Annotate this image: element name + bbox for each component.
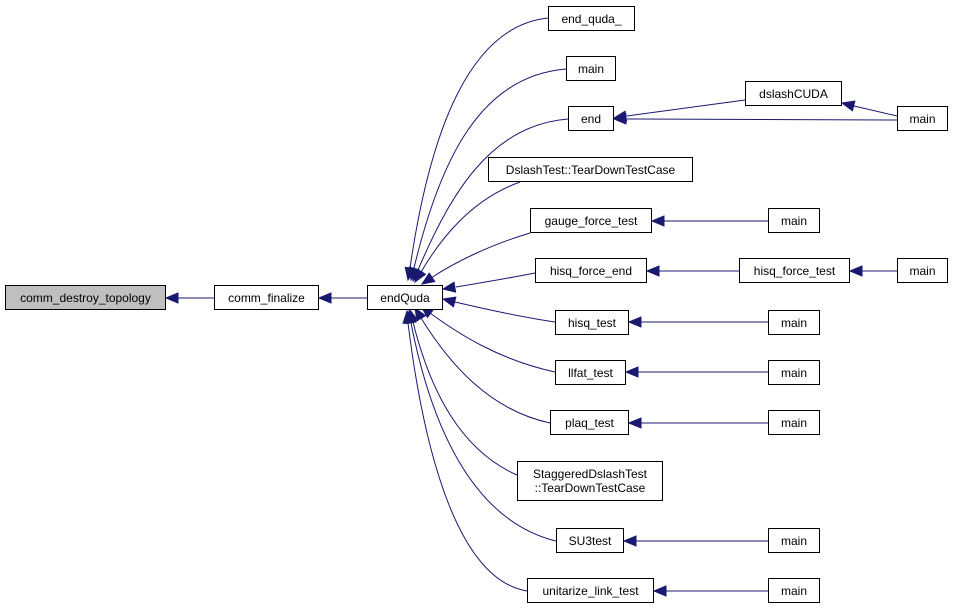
- node-main-d[interactable]: main: [897, 258, 948, 283]
- node-label: StaggeredDslashTest ::TearDownTestCase: [532, 467, 648, 495]
- edge-gauge_force_test-to-endQuda: [420, 232, 531, 285]
- node-label: llfat_test: [568, 365, 613, 380]
- node-comm-finalize[interactable]: comm_finalize: [214, 285, 319, 310]
- node-label: gauge_force_test: [544, 213, 638, 228]
- arrowhead: [420, 272, 436, 285]
- arrowhead: [414, 306, 427, 322]
- node-gauge-force-test[interactable]: gauge_force_test: [530, 208, 652, 233]
- node-endquda[interactable]: endQuda: [367, 285, 443, 310]
- arrowhead: [840, 100, 856, 112]
- node-comm-destroy-topology: comm_destroy_topology: [5, 285, 166, 310]
- arrowhead: [414, 268, 427, 284]
- edge-main_i-to-unitarize_link_test: [652, 585, 768, 597]
- arrowhead: [645, 265, 660, 277]
- edge-end_quda_-to-endQuda: [404, 17, 549, 282]
- node-hisq-force-test[interactable]: hisq_force_test: [739, 258, 850, 283]
- node-label: endQuda: [380, 290, 430, 305]
- node-main-h[interactable]: main: [768, 528, 820, 553]
- node-label: end: [580, 111, 602, 126]
- arrowhead: [622, 535, 637, 547]
- node-label: end_quda_: [561, 11, 622, 26]
- arrowhead: [441, 281, 457, 293]
- node-label: hisq_force_test: [753, 263, 836, 278]
- node-label: main: [780, 415, 807, 430]
- node-label: main: [780, 365, 807, 380]
- node-end[interactable]: end: [568, 106, 614, 131]
- node-llfat-test[interactable]: llfat_test: [555, 360, 626, 385]
- arrowhead: [317, 292, 332, 304]
- node-label: comm_finalize: [228, 290, 305, 305]
- node-dslashcuda[interactable]: dslashCUDA: [745, 81, 842, 106]
- node-main-c[interactable]: main: [768, 208, 820, 233]
- node-plaq-test[interactable]: plaq_test: [550, 410, 629, 435]
- node-label: hisq_force_end: [549, 263, 633, 278]
- node-label: main: [909, 111, 936, 126]
- node-label: main: [909, 263, 936, 278]
- node-unitarize-link-test[interactable]: unitarize_link_test: [527, 578, 654, 603]
- node-label: main: [780, 583, 807, 598]
- node-label: main: [780, 533, 807, 548]
- arrowhead: [848, 265, 863, 277]
- node-label: plaq_test: [565, 415, 614, 430]
- edge-main_b-to-dslashCUDA: [840, 100, 898, 117]
- edge-main_c-to-gauge_force_test: [650, 215, 768, 227]
- edge-hisq_test-to-endQuda: [441, 296, 556, 323]
- edge-hisq_force_end-to-endQuda: [441, 272, 536, 293]
- node-main-g[interactable]: main: [768, 410, 820, 435]
- edge-plaq_test-to-endQuda: [414, 306, 551, 424]
- node-label: unitarize_link_test: [542, 583, 639, 598]
- edge-main_b-to-end: [612, 113, 898, 125]
- arrowhead: [441, 296, 457, 308]
- edge-llfat_test-to-endQuda: [419, 305, 556, 373]
- edge-hisq_force_test-to-hisq_force_end: [645, 265, 739, 277]
- node-main-b[interactable]: main: [897, 106, 948, 131]
- edge-main_d-to-hisq_force_test: [848, 265, 897, 277]
- edge-unitarize_link_test-to-endQuda: [402, 309, 528, 592]
- node-main-f[interactable]: main: [768, 360, 820, 385]
- node-label: DslashTest::TearDownTestCase: [505, 162, 676, 177]
- node-main-a[interactable]: main: [566, 56, 616, 81]
- edge-endQuda-to-comm_finalize: [317, 292, 367, 304]
- arrowhead: [612, 113, 627, 125]
- edge-main_f-to-llfat_test: [624, 366, 768, 378]
- edge-comm_finalize-to-comm_destroy_topology: [164, 292, 214, 304]
- node-hisq-test[interactable]: hisq_test: [555, 310, 629, 335]
- edge-main_h-to-SU3test: [622, 535, 768, 547]
- node-label: comm_destroy_topology: [20, 290, 151, 305]
- node-main-i[interactable]: main: [768, 578, 820, 603]
- edge-end-to-endQuda: [412, 118, 569, 283]
- arrowhead: [402, 309, 414, 324]
- edge-main_g-to-plaq_test: [627, 417, 768, 429]
- arrowhead: [164, 292, 179, 304]
- node-su3test[interactable]: SU3test: [556, 528, 624, 553]
- node-dslashtest-teardowntestcase[interactable]: DslashTest::TearDownTestCase: [488, 157, 693, 182]
- node-main-e[interactable]: main: [768, 310, 820, 335]
- node-label: main: [780, 213, 807, 228]
- arrowhead: [652, 585, 667, 597]
- node-label: dslashCUDA: [759, 86, 828, 101]
- arrowhead: [650, 215, 665, 227]
- node-label: main: [577, 61, 604, 76]
- node-staggereddslashtest-teardowntestcase[interactable]: StaggeredDslashTest ::TearDownTestCase: [517, 461, 663, 501]
- node-hisq-force-end[interactable]: hisq_force_end: [535, 258, 647, 283]
- edge-DslashTest_TearDownTestCase-to-endQuda: [414, 181, 521, 284]
- edge-dslashCUDA-to-end: [612, 99, 746, 122]
- arrowhead: [624, 366, 639, 378]
- arrowhead: [627, 417, 642, 429]
- node-label: hisq_test: [567, 315, 617, 330]
- arrowhead: [627, 316, 642, 328]
- node-end-quda-underscore[interactable]: end_quda_: [548, 6, 635, 31]
- node-label: main: [780, 315, 807, 330]
- edge-main_e-to-hisq_test: [627, 316, 768, 328]
- node-label: SU3test: [568, 533, 612, 548]
